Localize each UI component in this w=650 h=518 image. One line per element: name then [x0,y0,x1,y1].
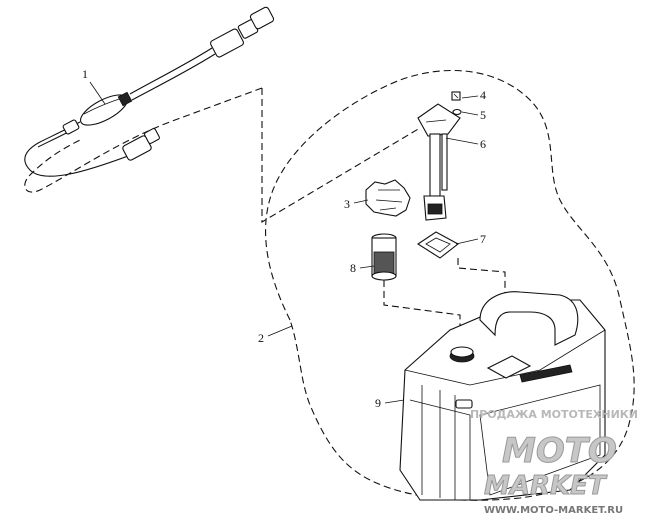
hose-route-dashed-2 [24,87,263,193]
watermark-url: WWW.MOTO-MARKET.RU [484,505,623,516]
fuel-line-assembly [24,6,275,177]
hose-route-dashed [261,88,421,223]
callout-5: 5 [480,108,486,122]
callout-7: 7 [480,232,486,246]
watermark-logo-line1: MOTO [502,431,617,471]
callout-4: 4 [480,88,486,102]
moto-market-logo: MOTO MARKET [484,431,618,502]
leader-1 [89,81,106,105]
callout-1: 1 [82,67,88,81]
callout-9: 9 [375,396,381,410]
leader-9 [384,399,405,404]
assembly-boundary-dashed [265,69,635,501]
moto-market-watermark: ПРОДАЖА МОТОТЕХНИКИ MOTO MARKET WWW.MOTO… [470,408,638,516]
fuel-gauge-part [417,103,461,221]
watermark-top-text: ПРОДАЖА МОТОТЕХНИКИ [470,408,638,421]
leader-3 [353,199,369,204]
callout-3: 3 [344,197,350,211]
screw-part [451,91,461,101]
fuel-filter-part [371,233,397,281]
callout-8: 8 [350,261,356,275]
leader-4 [461,95,479,99]
leader-5 [461,111,479,116]
washer-part [452,108,462,116]
fuel-tank-part [399,291,606,501]
callout-6: 6 [480,137,486,151]
leader-6 [445,137,479,145]
leader-7 [455,238,479,245]
callout-2: 2 [258,331,264,345]
leader-2 [267,325,293,337]
gasket-part [416,231,460,259]
retainer-ring-part [365,179,411,217]
leader-8 [359,265,375,269]
watermark-logo-line2: MARKET [484,471,608,501]
